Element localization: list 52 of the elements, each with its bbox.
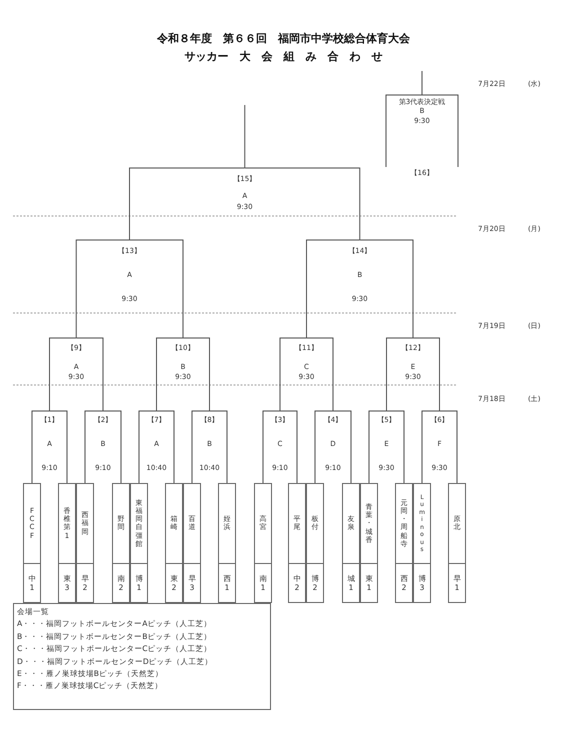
team-box (23, 483, 41, 603)
bracket-line (386, 94, 422, 168)
bracket-line (129, 240, 184, 338)
bracket-line (49, 338, 77, 412)
team-box (448, 483, 466, 603)
bracket-line (76, 338, 104, 412)
team-box (288, 483, 306, 603)
bracket-line (129, 168, 246, 240)
bracket-line (412, 338, 440, 412)
bracket-line (244, 168, 360, 240)
bracket-line (306, 240, 360, 338)
bracket-line (359, 240, 414, 338)
bracket-line (280, 338, 307, 412)
title: 令和８年度 第６６回 福岡市中学校総合体育大会 (156, 31, 411, 46)
team-box (165, 483, 183, 603)
bracket-line (102, 410, 122, 484)
bracket-line (386, 410, 404, 484)
team-box (342, 483, 360, 603)
team-box (306, 483, 324, 603)
bracket-line (49, 410, 68, 484)
team-box (413, 483, 431, 603)
subtitle: サッカー 大 会 組 み 合 わ せ (184, 49, 384, 64)
bracket-line (209, 410, 228, 484)
bracket-line (314, 410, 334, 484)
team-box (254, 483, 272, 603)
bracket-line (332, 410, 352, 484)
bracket-line (32, 410, 50, 484)
bracket-line (84, 410, 104, 484)
bracket-line (156, 410, 174, 484)
bracket-line (76, 240, 130, 338)
bracket-line (182, 338, 210, 412)
bracket-line (368, 410, 387, 484)
bracket-line (280, 410, 298, 484)
team-box (395, 483, 413, 603)
bracket-line (422, 410, 440, 484)
bracket-line (306, 338, 334, 412)
bracket-line (386, 338, 414, 412)
bracket-line (439, 410, 458, 484)
venue-list-box (13, 603, 271, 710)
bracket-line (422, 94, 458, 168)
team-box (218, 483, 236, 603)
bracket-line (156, 338, 184, 412)
team-box (112, 483, 130, 603)
team-box (58, 483, 76, 603)
bracket-line (138, 410, 157, 484)
team-box (130, 483, 148, 603)
team-box (76, 483, 94, 603)
team-box (360, 483, 378, 603)
team-box (183, 483, 201, 603)
bracket-line (244, 104, 246, 168)
bracket-line (262, 410, 280, 484)
bracket-line (192, 410, 210, 484)
